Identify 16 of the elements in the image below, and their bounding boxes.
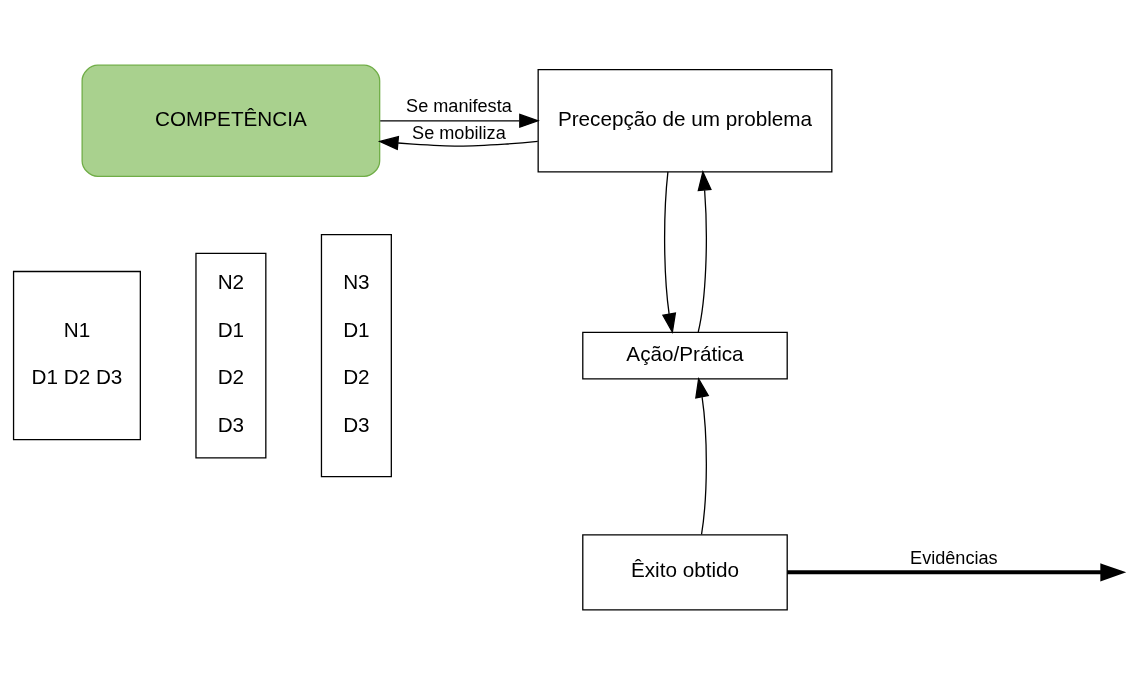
edge-label: Se mobiliza — [412, 123, 506, 144]
edge-label: Se manifesta — [406, 96, 512, 117]
node-box: Ação/Prática — [582, 331, 788, 380]
arrow — [697, 169, 712, 333]
node-box: Precepção de um problema — [537, 69, 833, 173]
arrow — [787, 563, 1127, 582]
node-box: N2 D1 D2 D3 — [195, 252, 267, 459]
node-box: N1 D1 D2 D3 — [12, 270, 141, 441]
arrow — [695, 377, 710, 536]
arrow — [377, 135, 539, 151]
arrow — [379, 113, 540, 129]
node-box: Êxito obtido — [582, 534, 788, 611]
arrow — [661, 171, 677, 334]
node-box: N3 D1 D2 D3 — [320, 234, 392, 478]
edge-label: Evidências — [910, 547, 998, 568]
node-box: COMPETÊNCIA — [81, 64, 381, 178]
